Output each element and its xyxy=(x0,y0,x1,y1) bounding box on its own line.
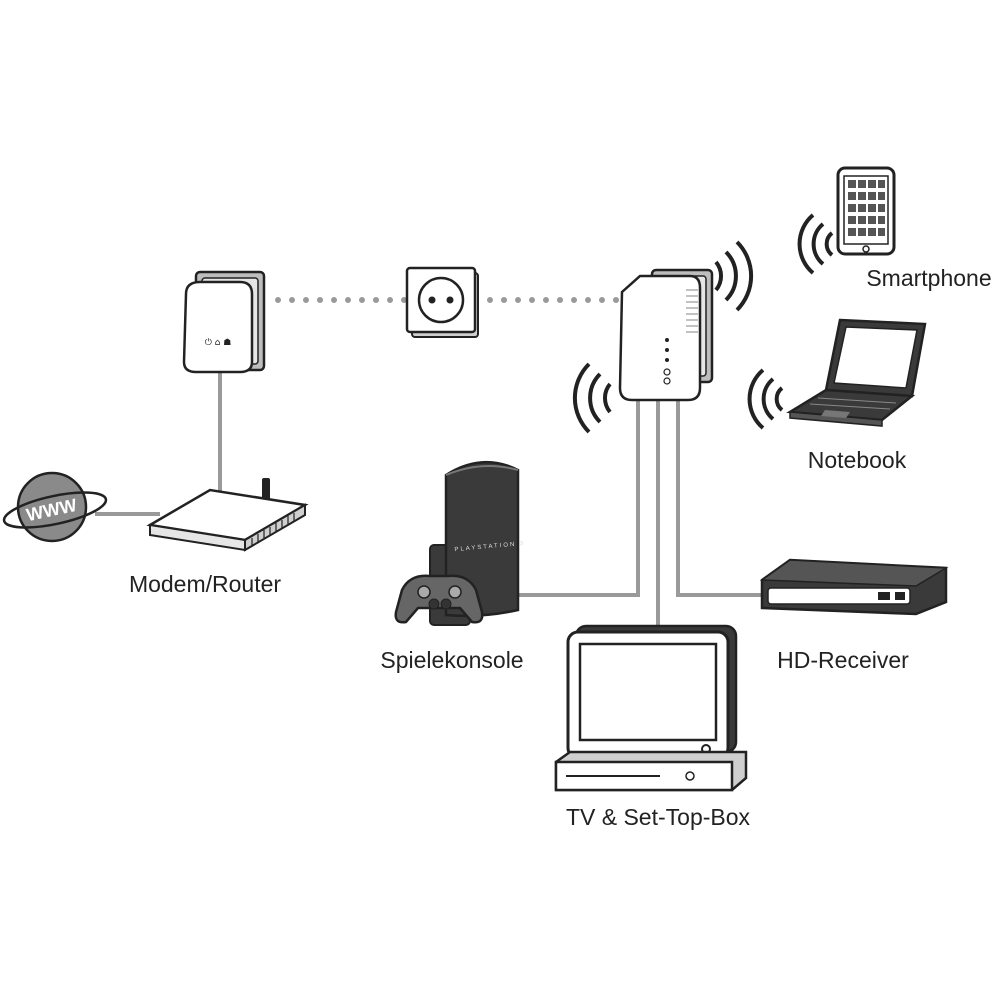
label-smartphone: Smartphone xyxy=(866,265,991,291)
label-tv-settop: TV & Set-Top-Box xyxy=(566,804,751,830)
set-top-box-icon xyxy=(554,750,748,792)
wire-adapter-console xyxy=(515,400,640,597)
wifi-waves-smartphone-icon xyxy=(797,213,834,275)
wire-adapter-receiver xyxy=(676,400,762,597)
smartphone-icon xyxy=(836,166,896,256)
label-modem-router: Modem/Router xyxy=(129,571,281,597)
label-game-console: Spielekonsole xyxy=(380,647,523,673)
powerline-adapter-wifi-icon xyxy=(618,268,714,402)
label-hd-receiver: HD-Receiver xyxy=(777,647,909,673)
gamepad-icon xyxy=(394,574,484,624)
internet-globe-icon: WWW xyxy=(2,471,108,543)
modem-router-icon xyxy=(146,478,309,552)
wifi-waves-adapter-top-icon xyxy=(714,240,754,312)
wall-socket-icon xyxy=(405,266,479,338)
hd-receiver-icon xyxy=(759,558,949,616)
notebook-icon xyxy=(786,318,927,427)
wifi-waves-notebook-icon xyxy=(747,368,784,430)
wifi-waves-adapter-left-icon xyxy=(572,362,612,434)
tv-icon xyxy=(566,624,738,760)
label-notebook: Notebook xyxy=(808,447,907,473)
powerline-dotted-link xyxy=(275,297,619,303)
powerline-adapter-left-icon: ⏻ ⌂ ☗ xyxy=(182,270,266,374)
connection-wires xyxy=(95,372,762,628)
svg-text:⏻ ⌂ ☗: ⏻ ⌂ ☗ xyxy=(205,337,232,348)
